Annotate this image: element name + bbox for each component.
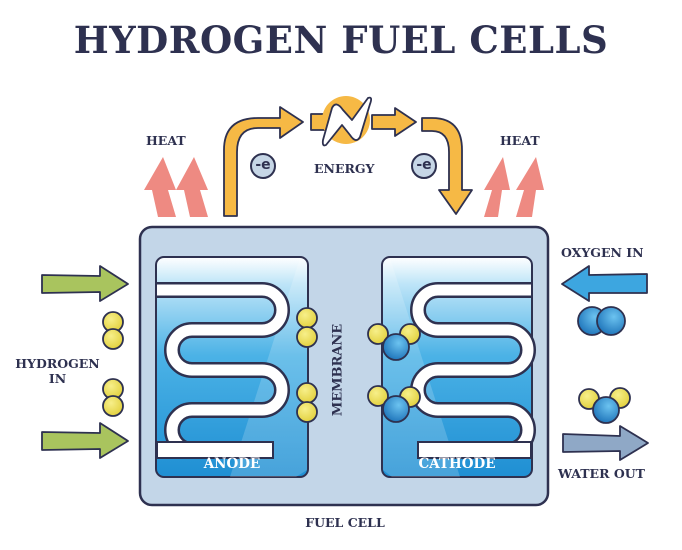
fuel-cell-label: FUEL CELL [305,515,385,530]
energy-lightning-icon [321,96,373,147]
energy-label: ENERGY [314,161,375,176]
water-out-arrow [562,425,649,461]
page-title: HYDROGEN FUEL CELLS [73,18,609,62]
electron-badge-right: -e [411,153,437,179]
cathode-water-molecules [367,323,421,423]
heat-arrows-right [484,157,544,217]
hydrogen-in-label-line1: HYDROGEN [15,356,100,371]
water-out-label: WATER OUT [558,466,645,481]
hydrogen-in-arrows [41,265,129,459]
hydrogen-in-label-line2: IN [48,371,67,386]
anode-electrode [155,256,309,478]
cathode-electrode [381,256,536,478]
electron-badge-left: -e [250,153,276,179]
anode-hydrogen-molecules [296,307,318,423]
oxygen-in-arrow [561,265,648,302]
hydrogen-in-label: HYDROGEN IN [10,356,105,386]
oxygen-in-label: OXYGEN IN [561,245,644,260]
electron-flow-arrow-left [223,106,304,217]
anode-label: ANODE [203,456,261,472]
heat-arrows-left [144,157,208,217]
heat-label-right: HEAT [500,133,540,148]
heat-label-left: HEAT [146,133,186,148]
electron-flow-arrow-right [421,117,473,215]
oxygen-molecule [577,306,626,336]
membrane-label: MEMBRANE [330,323,346,417]
cathode-label: CATHODE [418,456,496,472]
hydrogen-in-molecules [102,311,124,417]
water-out-molecule [578,387,631,424]
